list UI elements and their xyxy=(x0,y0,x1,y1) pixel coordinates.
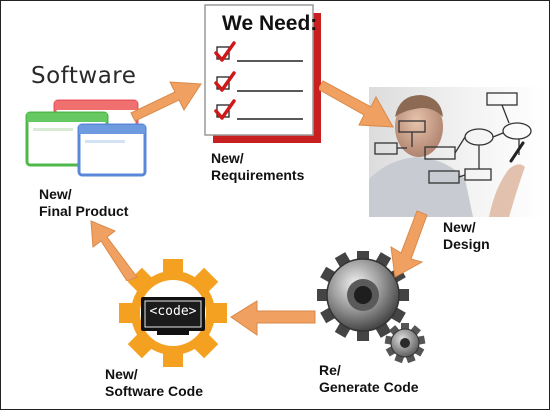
label-software-code-line2: Software Code xyxy=(105,383,204,399)
arrow-code-to-product xyxy=(90,220,138,281)
label-final-product-line2: Final Product xyxy=(39,203,129,219)
checklist-title: We Need: xyxy=(222,12,318,35)
software-windows-icon xyxy=(25,99,147,177)
checklist-icon xyxy=(204,4,321,143)
label-generate-line1: Re/ xyxy=(319,362,341,378)
label-requirements-line1: New/ xyxy=(211,150,244,166)
label-generate-line2: Generate Code xyxy=(319,379,419,395)
code-gear-icon xyxy=(119,259,227,367)
label-software-code: New/ Software Code xyxy=(105,366,203,400)
gears-icon xyxy=(317,251,426,363)
label-design-line1: New/ xyxy=(443,219,476,235)
label-generate: Re/ Generate Code xyxy=(319,362,419,396)
label-design-line2: Design xyxy=(443,236,490,252)
label-final-product: New/ Final Product xyxy=(39,186,128,220)
label-requirements: New/ Requirements xyxy=(211,150,304,184)
arrow-design-to-generate xyxy=(390,210,428,278)
arrow-requirements-to-design xyxy=(319,80,394,128)
design-flowchart-image xyxy=(369,87,545,217)
arrow-generate-to-code xyxy=(230,300,316,336)
label-design: New/ Design xyxy=(443,219,490,253)
code-label: <code> xyxy=(149,304,197,319)
label-final-product-line1: New/ xyxy=(39,186,72,202)
label-requirements-line2: Requirements xyxy=(211,167,305,183)
label-software-code-line1: New/ xyxy=(105,366,138,382)
arrow-software-to-requirements xyxy=(130,81,202,122)
software-title: Software xyxy=(31,63,137,89)
